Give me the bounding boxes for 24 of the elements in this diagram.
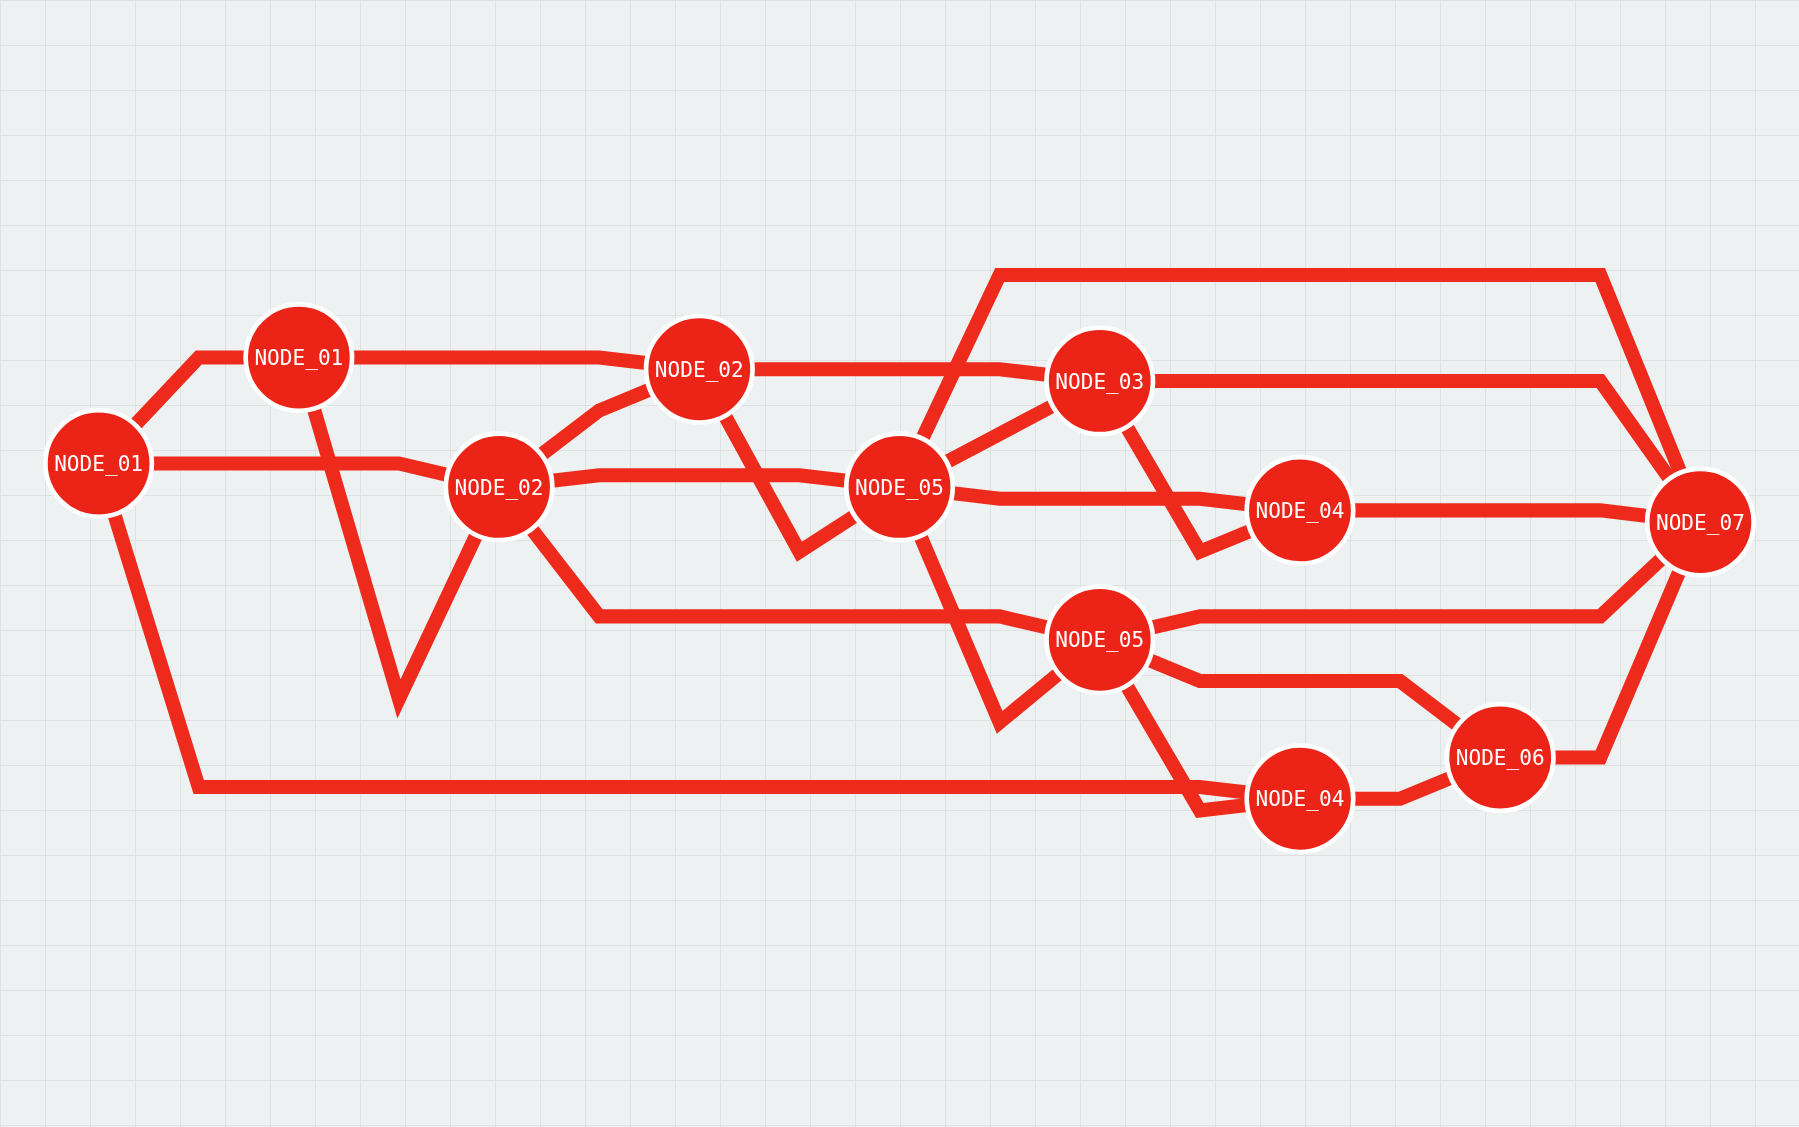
connector [1120,682,1248,818]
connector [537,383,653,461]
node-circle: NODE_05 [1044,584,1156,696]
connector [1146,653,1463,731]
node-circle: NODE_04 [1244,743,1356,855]
connector [107,512,1248,800]
connector [951,486,1248,512]
node-circle: NODE_05 [843,431,956,543]
connector [526,524,1050,635]
node-circle: NODE_04 [1244,454,1356,566]
connector [1120,423,1254,561]
connector [1353,771,1454,806]
connector [307,406,483,719]
node-circle: NODE_03 [1044,325,1156,437]
node-circle: NODE_02 [643,313,755,425]
node-circle: NODE_06 [1444,701,1556,814]
connector [913,533,1064,734]
connector [943,399,1056,469]
node-circle: NODE_07 [1644,466,1756,578]
node-circle: NODE_01 [243,301,355,414]
connector [1553,568,1687,765]
node-circle: NODE_01 [43,407,155,520]
node-circle: NODE_02 [443,431,555,543]
connector [718,412,859,562]
